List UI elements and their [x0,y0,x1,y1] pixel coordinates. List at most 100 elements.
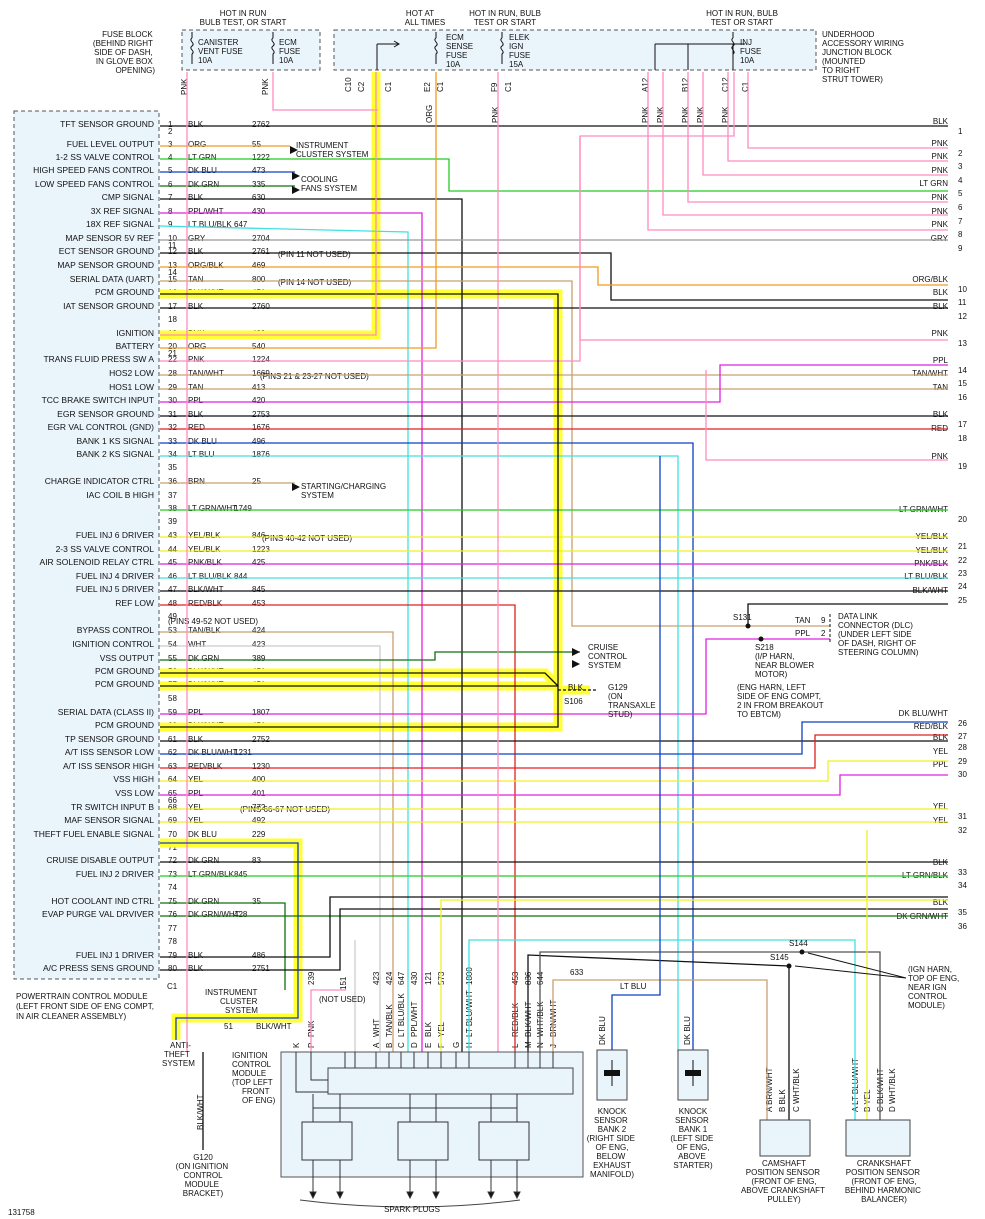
wire-circuit-46: 844 [234,572,248,581]
right-terminal-color-30: PPL [933,760,949,769]
pcm-pin-label-20: BATTERY [116,341,155,351]
pcm-pin-label-19: IGNITION [116,328,154,338]
wire-color-10: GRY [188,234,206,243]
pcm-pin-num-69: 69 [168,816,177,825]
wire-color-54: WHT [188,640,206,649]
pcm-pin-label-31: EGR SENSOR GROUND [57,409,154,419]
pcm-pin-num-61: 61 [168,735,177,744]
right-terminal-color-24: LT BLU/BLK [904,572,948,581]
s106-label: S106 [564,697,583,706]
top-connector-10: C12 [721,77,730,92]
right-terminal-29: 29 [958,757,967,766]
pcm-pin-num-66: 66 [168,796,177,805]
wires [159,72,948,1150]
pcm-pin-num-35: 35 [168,463,177,472]
pcm-pin-label-45: AIR SOLENOID RELAY CTRL [40,557,155,567]
wire-inj-a12 [647,72,948,231]
wire-color-7: BLK [188,193,204,202]
pcm-pin-num-36: 36 [168,477,177,486]
arrow-fans-hs [292,172,300,180]
dlc-ppl-pin: 2 [821,629,826,638]
wire-color-20: ORG [188,342,206,351]
wire-pnk-19 [705,370,948,461]
right-terminal-24: 24 [958,582,967,591]
wire-color-76: DK GRN/WHT [188,910,240,919]
pcm-box [13,110,160,980]
pcm-pin-num-12: 12 [168,247,177,256]
icm-pin-A: A [372,1042,381,1048]
wire-circuit-9: 647 [234,220,248,229]
wire-circuit-61: 2752 [252,735,270,744]
pcm-pin-label-7: CMP SIGNAL [102,192,155,202]
top-wire-color-7: PNK [681,106,690,123]
wire-ign-ctrl [160,645,381,1052]
pcm-pin-label-15: SERIAL DATA (UART) [70,274,154,284]
wire-circuit-69: 492 [252,816,266,825]
pcm-pin-num-46: 46 [168,572,177,581]
right-terminal-color-3: PNK [932,152,949,161]
wire-bank1 [160,442,694,1052]
knock1-wire: DK BLU [683,1016,692,1045]
pcm-pin-num-32: 32 [168,423,177,432]
pcm-pin-num-6: 6 [168,180,173,189]
pcm-pin-num-31: 31 [168,410,177,419]
pcm-pin-label-44: 2-3 SS VALVE CONTROL [56,544,155,554]
pcm-pin-num-7: 7 [168,193,173,202]
wire-circuit-44: 1223 [252,545,270,554]
wire-circuit-80: 2751 [252,964,270,973]
right-terminal-23: 23 [958,569,967,578]
wire-inj-b12 [687,72,948,203]
top-wire-color-5: PNK [641,106,650,123]
wire-theft [160,842,299,1040]
right-terminal-color-29: YEL [933,747,949,756]
right-terminal-21: 21 [958,542,967,551]
right-terminal-7: 7 [958,217,963,226]
icm-circuit-121: 121 [424,971,433,985]
wire-circuit-29: 413 [252,383,266,392]
pcm-pin-num-15: 15 [168,275,177,284]
pcm-pin-label-80: A/C PRESS SENS GROUND [43,963,154,973]
wire-color-53: TAN/BLK [188,626,221,635]
right-terminal-27: 27 [958,732,967,741]
s145-label: S145 [770,953,789,962]
wire-color-5: DK BLU [188,166,217,175]
pcm-pin-num-30: 30 [168,396,177,405]
knock2-wire: DK BLU [598,1016,607,1045]
pcm-pin-label-36: CHARGE INDICATOR CTRL [45,476,155,486]
pcm-pin-num-10: 10 [168,234,177,243]
pcm-pin-num-75: 75 [168,897,177,906]
pcm-pin-label-61: TP SENSOR GROUND [65,734,154,744]
pcm-subtitle: (LEFT FRONT SIDE OF ENG COMPT, IN AIR CL… [16,1002,156,1021]
pcm-pin-num-62: 62 [168,748,177,757]
top-connector-11: C1 [741,81,750,92]
icm-circuit-647: 647 [397,971,406,985]
right-terminal-color-13: PNK [932,329,949,338]
wire-circuit-53: 424 [252,626,266,635]
right-terminal-color-16: TAN [933,383,949,392]
pcm-pin-label-47: FUEL INJ 5 DRIVER [76,584,154,594]
wire-1-2ss [160,158,948,192]
top-connector-8: A12 [641,77,650,92]
top-connector-1: C2 [357,81,366,92]
wire-circuit-45: 425 [252,558,266,567]
pcm-pin-label-54: IGNITION CONTROL [72,639,154,649]
wire-circuit-7: 630 [252,193,266,202]
pcm-pin-label-65: VSS LOW [115,788,154,798]
wire-color-73: LT GRN/BLK [188,870,235,879]
note-3: (PINS 40-42 NOT USED) [262,534,352,543]
wire-circuit-15: 800 [252,275,266,284]
top-connector-7: C1 [504,81,513,92]
wire-color-34: LT BLU [188,450,215,459]
fuse-block-left: FUSE BLOCK (BEHIND RIGHT SIDE OF DASH, I… [93,9,321,75]
pcm-pin-num-13: 13 [168,261,177,270]
pcm-pin-num-34: 34 [168,450,177,459]
pcm-pin-label-37: IAC COIL B HIGH [86,490,154,500]
wire-bank2 [160,455,679,1052]
right-terminal-35: 35 [958,908,967,917]
wire-color-1: BLK [188,120,204,129]
s131-label: S131 [733,613,752,622]
